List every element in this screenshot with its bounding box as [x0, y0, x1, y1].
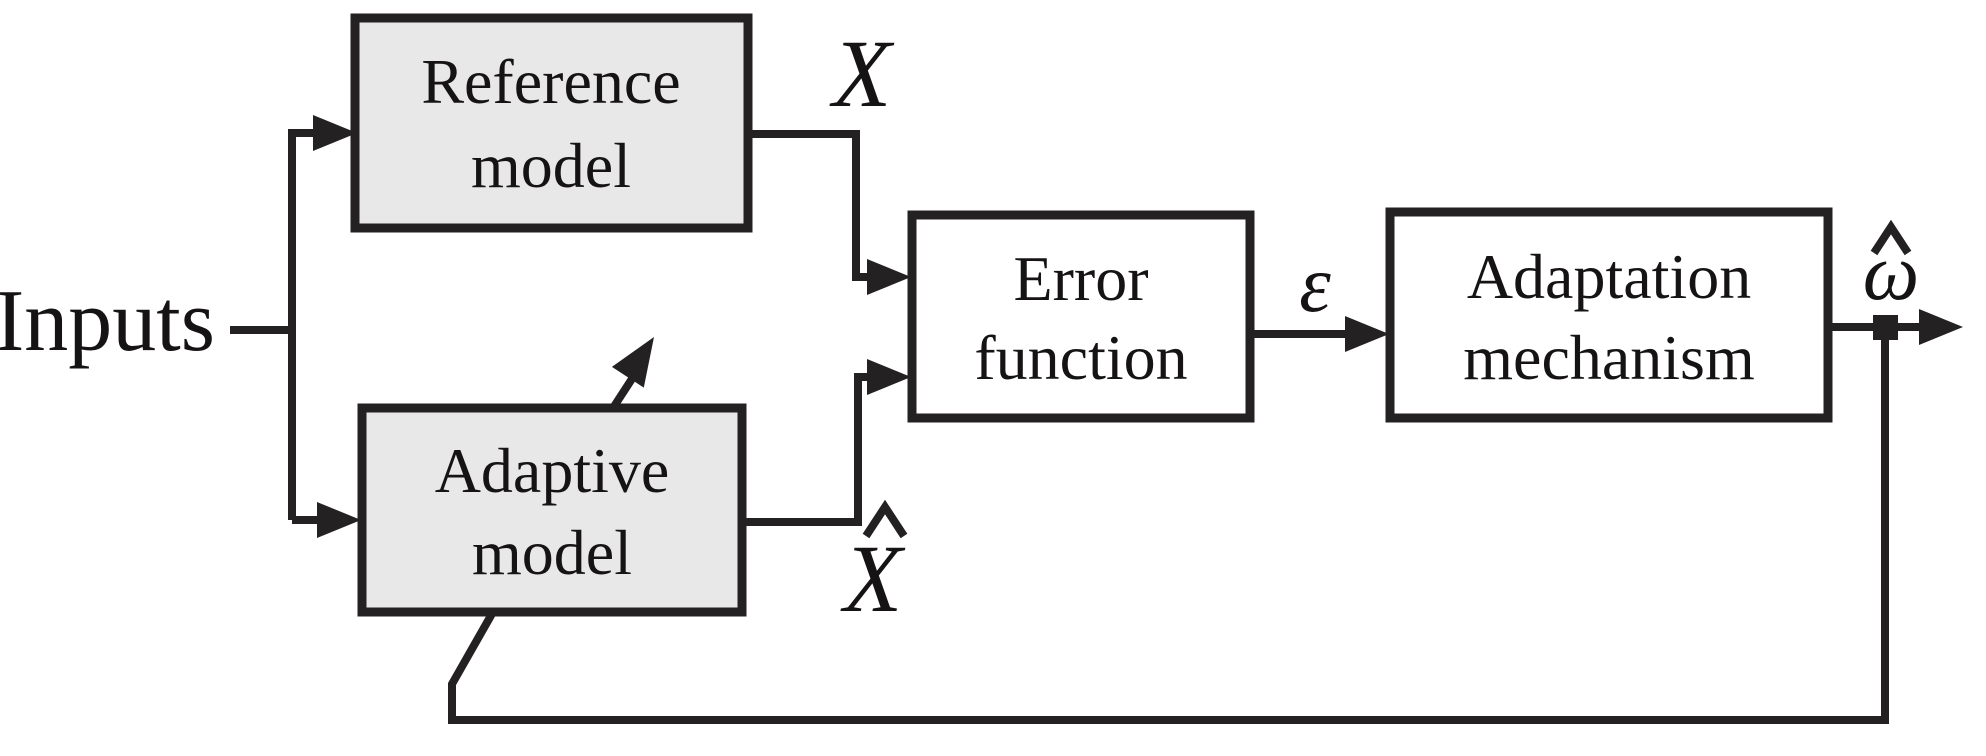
x-hat-circumflex — [862, 499, 908, 539]
branch-wire — [288, 129, 316, 520]
arrow-epsilon-into-adaptation — [1345, 316, 1389, 352]
x-wire — [748, 130, 872, 281]
error-function-label-line2: function — [974, 322, 1187, 393]
arrow-into-reference-model — [313, 115, 357, 151]
adaptation-mechanism-box — [1385, 207, 1833, 423]
arrow-x-into-error-function — [867, 259, 911, 295]
epsilon-signal-label: ε — [1299, 241, 1331, 329]
adaptive-model-box — [357, 403, 747, 617]
inputs-label: Inputs — [0, 273, 215, 370]
adaptive-model-label-line2: model — [472, 517, 632, 588]
adaptation-mechanism-label-line2: mechanism — [1463, 322, 1754, 393]
arrow-into-adaptive-model — [317, 502, 361, 538]
error-function-label-line1: Error — [1013, 243, 1148, 314]
arrow-omega-hat-output — [1919, 309, 1963, 345]
error-function-box — [907, 210, 1255, 423]
adaptation-mechanism-label-line1: Adaptation — [1467, 241, 1751, 312]
x-hat-signal-label: X — [840, 525, 906, 632]
tuning-arrowhead — [611, 337, 654, 388]
x-hat-wire — [742, 373, 872, 526]
arrow-x-hat-into-error-function — [867, 359, 911, 395]
x-signal-label: X — [829, 20, 895, 127]
reference-model-label-line1: Reference — [421, 46, 680, 117]
adaptive-model-label-line1: Adaptive — [435, 435, 670, 506]
reference-model-label-line2: model — [471, 130, 631, 201]
feedback-wire — [448, 327, 1889, 724]
omega-hat-signal-label: ω — [1863, 229, 1919, 317]
omega-hat-circumflex — [1870, 219, 1912, 256]
reference-model-box — [350, 13, 753, 233]
